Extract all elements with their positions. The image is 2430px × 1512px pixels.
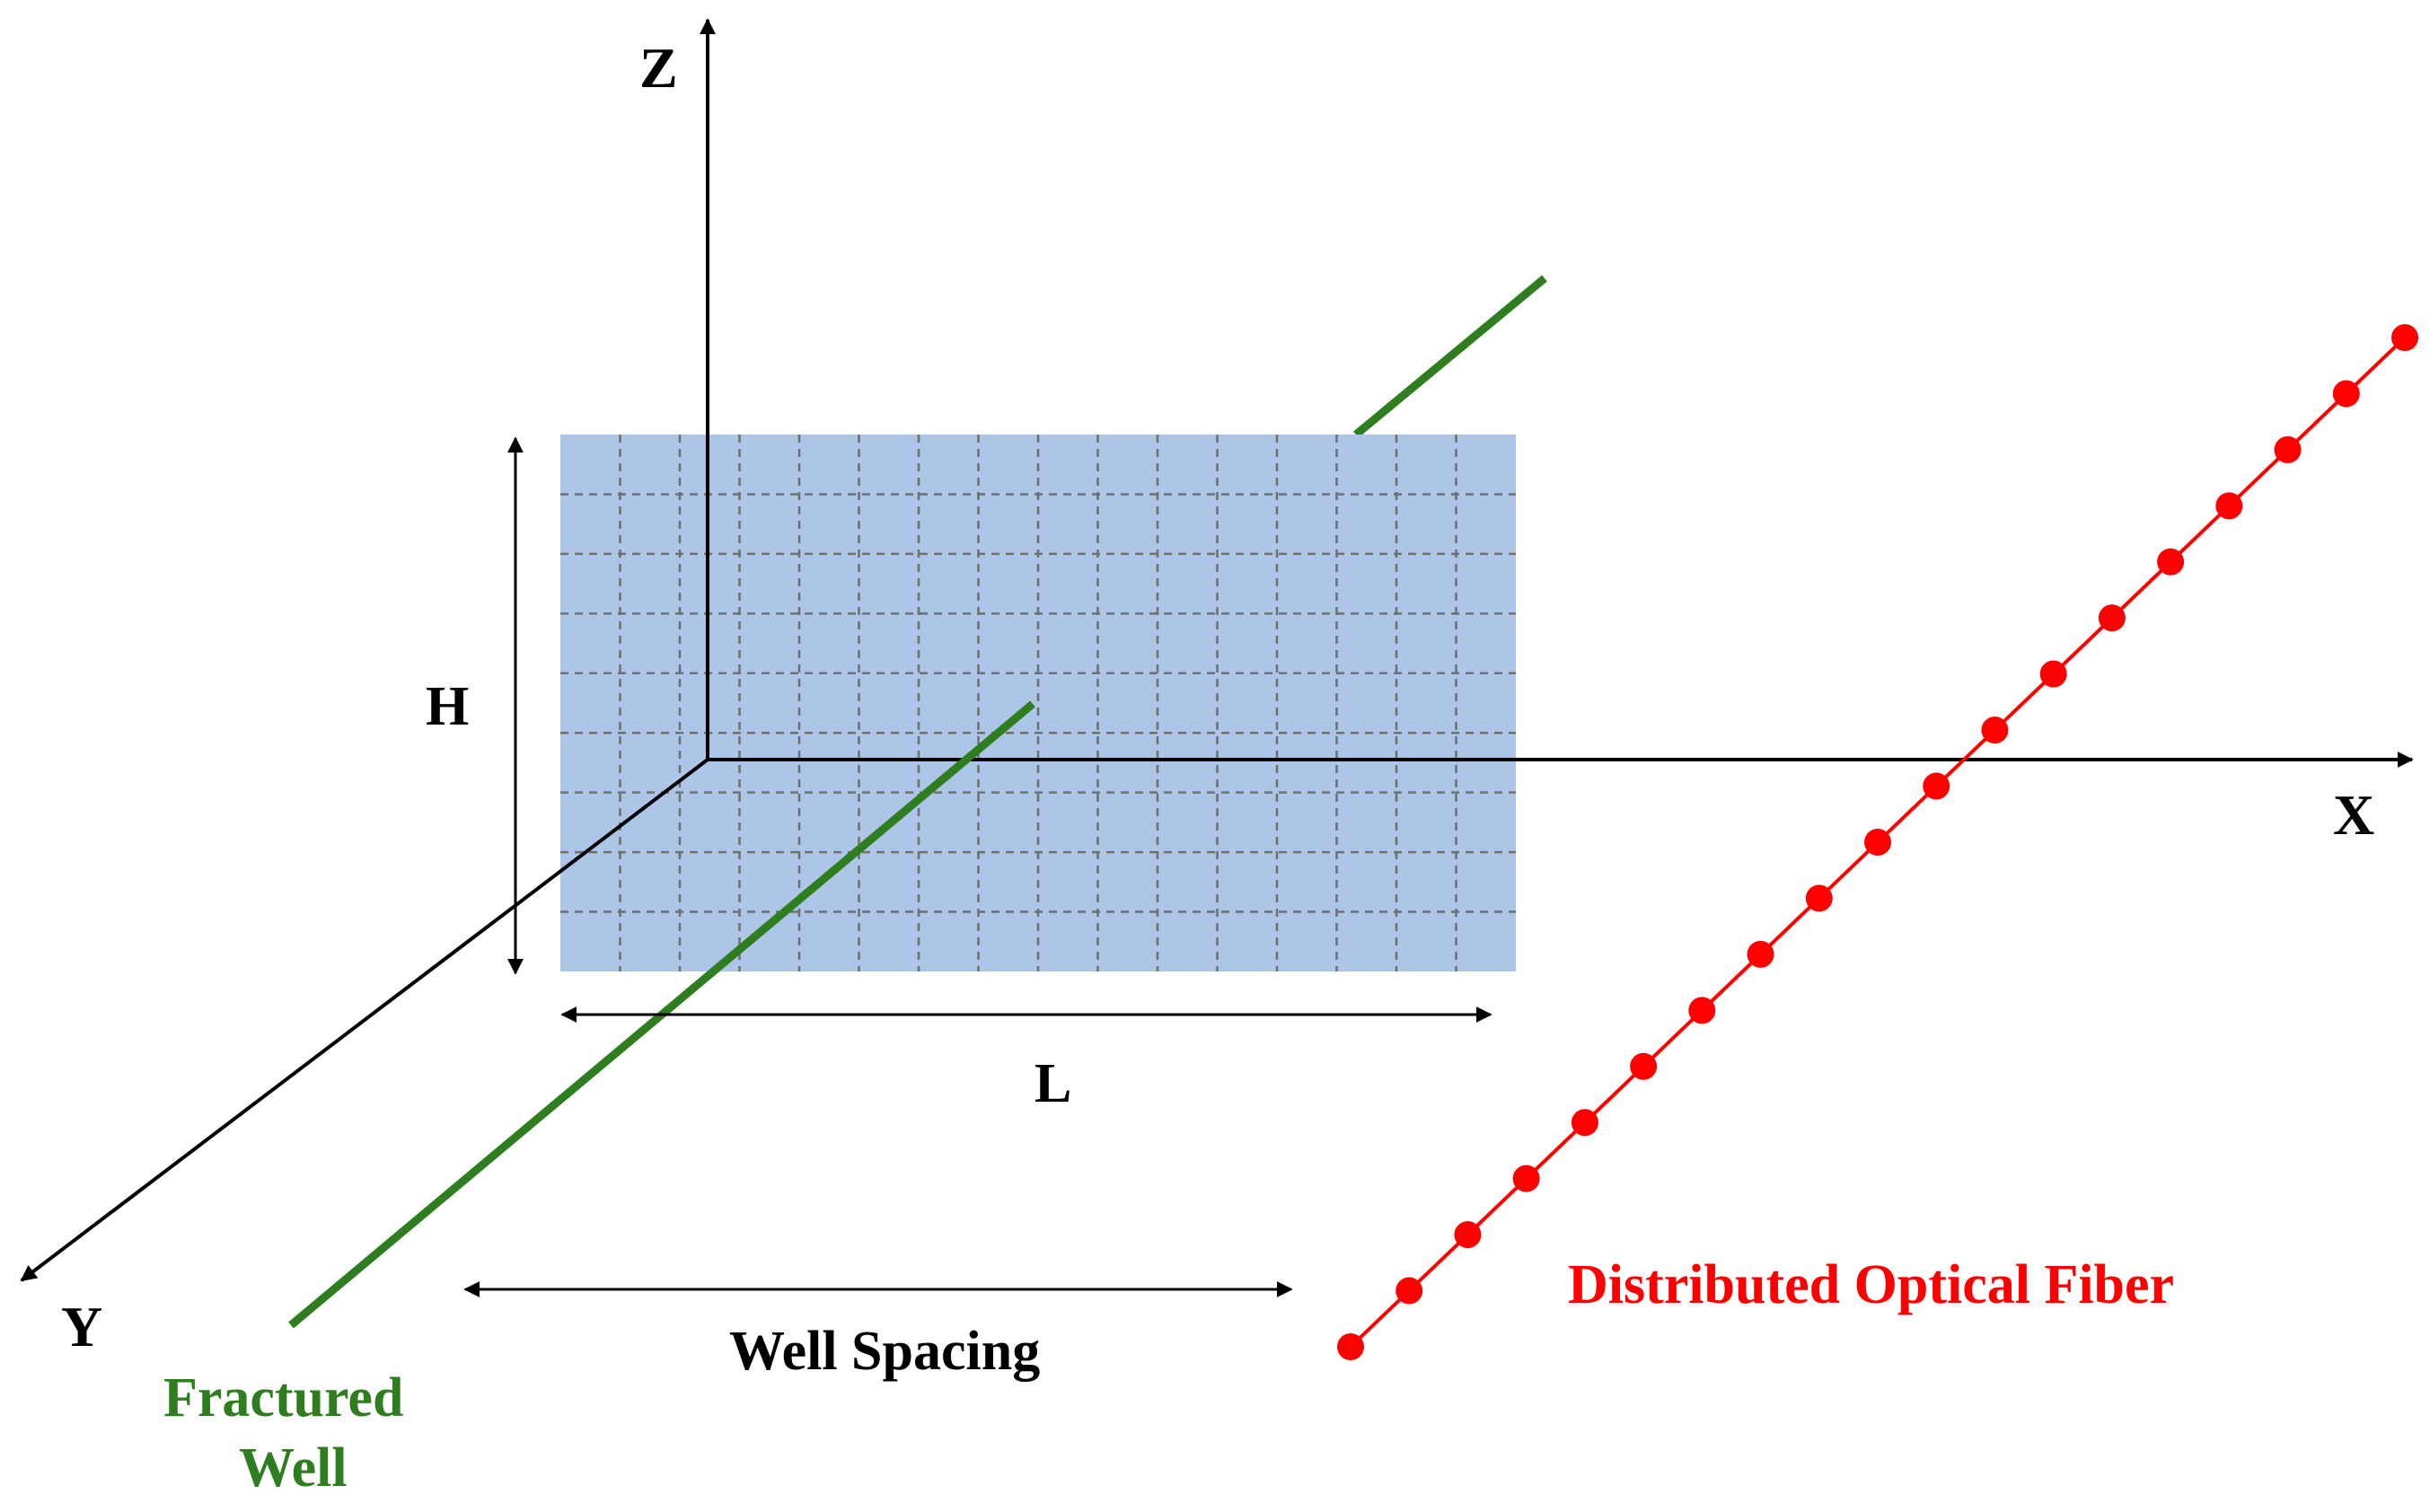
y-axis [20, 758, 709, 1282]
fiber-sensor-dot [1688, 997, 1716, 1024]
fiber-sensor-dot [1981, 716, 2009, 744]
fiber-sensor-dot [2039, 660, 2067, 688]
fiber-sensor-dot [2098, 604, 2126, 632]
fiber-sensor-dot [2391, 324, 2418, 351]
fiber-sensor-dot [1454, 1221, 1482, 1249]
optical-fiber-label: Distributed Optical Fiber [1568, 1254, 2175, 1315]
fiber-sensor-dot [1395, 1277, 1423, 1305]
fiber-sensor-dot [2157, 548, 2185, 576]
fiber-sensor-dot [1805, 884, 1833, 912]
fractured-well-label-line1: Fractured [163, 1367, 404, 1428]
fiber-sensor-points [1337, 324, 2418, 1360]
fractured-well-back-segment [1353, 275, 1547, 438]
fiber-sensor-dot [2274, 435, 2302, 463]
fiber-sensor-dot [1864, 829, 1891, 856]
length-label: L [1035, 1053, 1072, 1114]
fiber-sensor-dot [1571, 1109, 1598, 1137]
fiber-sensor-dot [2332, 380, 2360, 408]
z-axis-label: Z [639, 36, 678, 100]
well-spacing-label: Well Spacing [729, 1321, 1041, 1382]
fiber-sensor-dot [1747, 940, 1774, 968]
fiber-sensor-dot [1630, 1052, 1658, 1080]
fracture-plane-grid [560, 435, 1516, 971]
fiber-sensor-dot [2215, 492, 2243, 520]
fractured-well-label-line2: Well [239, 1437, 348, 1499]
fiber-sensor-dot [1923, 772, 1950, 800]
fiber-sensor-dot [1337, 1333, 1364, 1360]
fiber-sensor-dot [1512, 1165, 1540, 1192]
height-label: H [426, 676, 470, 737]
x-axis-label: X [2333, 783, 2375, 847]
fracture-plane [560, 435, 1516, 971]
y-axis-label: Y [61, 1295, 103, 1358]
